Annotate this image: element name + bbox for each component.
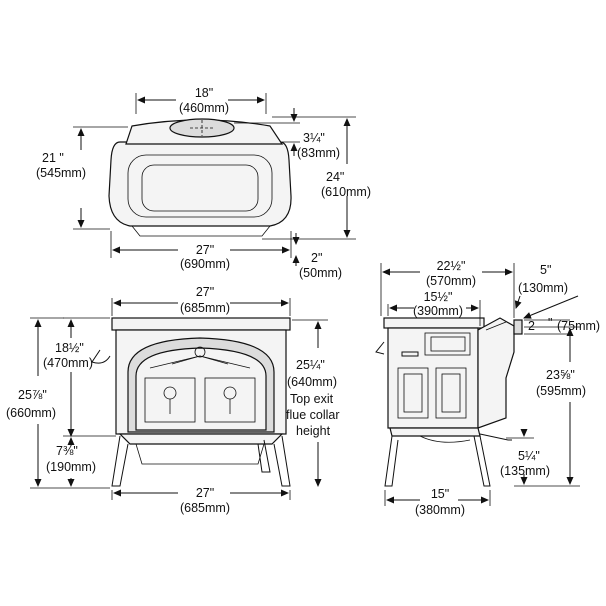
top-view-griddle-inner	[141, 164, 259, 212]
front-top-exit-label-3: height	[296, 424, 331, 438]
side-rear-collar-in: 5"	[540, 263, 551, 277]
side-rear-collar-mm: (130mm)	[518, 281, 568, 295]
front-base-width-in: 27"	[196, 486, 214, 500]
side-view-right-panel	[435, 367, 467, 419]
side-view-rear-collar	[513, 319, 523, 335]
side-rear-exit-in: 23⅝"	[546, 368, 575, 382]
front-top-exit-label-1: Top exit	[290, 392, 334, 406]
front-view-top-plate	[111, 317, 291, 331]
top-rear-offset-mm: (50mm)	[299, 266, 342, 280]
side-view: 22½" (570mm) 15½" (390mm) 5" (130mm) 2 "…	[375, 259, 600, 517]
side-depth-in: 22½"	[437, 259, 466, 273]
front-top-exit-in: 25¼"	[296, 358, 325, 372]
side-rear-leg-mm: (135mm)	[500, 464, 550, 478]
top-collar-in: 3¼"	[303, 131, 325, 145]
front-view-right-door	[204, 377, 256, 423]
front-collar-height-in: 18½"	[55, 341, 84, 355]
front-top-exit-mm: (640mm)	[287, 375, 337, 389]
top-overall-width-mm: (690mm)	[180, 257, 230, 271]
front-collar-height-mm: (470mm)	[43, 356, 93, 370]
top-depth-mm: (545mm)	[36, 166, 86, 180]
front-leg-height-in: 7⅜"	[56, 444, 78, 458]
side-view-damper-handle	[401, 351, 419, 357]
front-top-width-in: 27"	[196, 285, 214, 299]
side-base-depth-in: 15"	[431, 487, 449, 501]
side-rear-exit-mm: (595mm)	[536, 384, 586, 398]
front-view-left-leg	[111, 435, 129, 487]
front-view-door-fan	[149, 355, 251, 369]
front-view-ash-lip	[118, 433, 284, 445]
side-view-body	[387, 327, 479, 429]
side-inner-depth-mm: (390mm)	[413, 304, 463, 318]
front-view-side-handle	[91, 349, 111, 364]
front-view-right-leg	[273, 435, 291, 487]
side-view-top-plate	[383, 317, 485, 329]
top-depth-in: 21 "	[42, 151, 64, 165]
side-view-griddle-panel	[424, 332, 471, 356]
front-base-width-mm: (685mm)	[180, 501, 230, 515]
side-view-left-panel	[397, 367, 429, 419]
top-total-depth-in: 24"	[326, 170, 344, 184]
top-collar-mm: (83mm)	[297, 146, 340, 160]
side-base-depth-mm: (380mm)	[415, 503, 465, 517]
top-overall-width-in: 27"	[196, 243, 214, 257]
front-overall-height-in: 25⅞"	[18, 388, 47, 402]
top-view: 18" (460mm) 21 " (545mm) 3¼" (83mm) 24" …	[36, 86, 371, 280]
side-inner-depth-in: 15½"	[424, 290, 453, 304]
side-view-front-leg	[384, 435, 399, 487]
top-view-griddle-outer	[127, 154, 273, 218]
top-width-mm: (460mm)	[179, 101, 229, 115]
side-rear-leg-in: 5¼"	[518, 449, 540, 463]
side-view-rear-flue-housing	[477, 317, 515, 429]
top-total-depth-mm: (610mm)	[321, 185, 371, 199]
top-width-in: 18"	[195, 86, 213, 100]
side-collar-dia-b: "	[548, 316, 552, 330]
front-top-exit-label-2: flue collar	[286, 408, 340, 422]
front-leg-height-mm: (190mm)	[46, 460, 96, 474]
side-collar-dia-a: 2	[528, 319, 535, 333]
front-top-width-mm: (685mm)	[180, 301, 230, 315]
top-rear-offset-in: 2"	[311, 251, 322, 265]
front-view: 27" (685mm) 18½" (470mm) 25⅞" (660mm) 25…	[6, 285, 340, 515]
front-view-left-door	[144, 377, 196, 423]
front-overall-height-mm: (660mm)	[6, 406, 56, 420]
side-depth-mm: (570mm)	[426, 274, 476, 288]
side-collar-dia-mm: (75mm)	[557, 319, 600, 333]
side-view-rear-leg	[473, 435, 491, 487]
